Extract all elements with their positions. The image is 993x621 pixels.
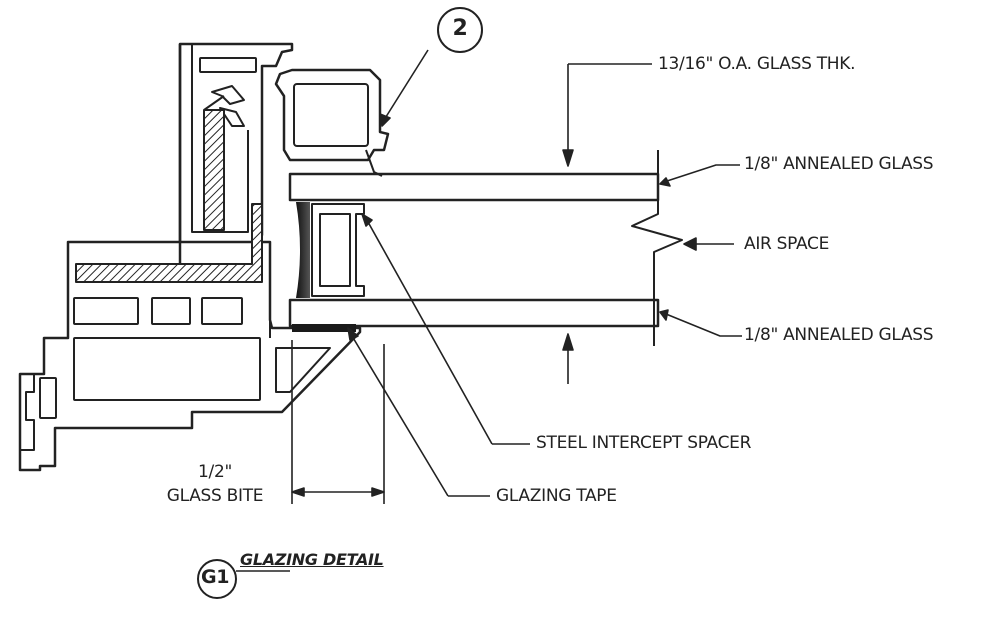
steel-spacer — [311, 203, 365, 297]
detail-tag-circle — [197, 559, 237, 599]
glazing-tape-shape — [292, 324, 356, 332]
detail-tag: G1 — [201, 566, 230, 588]
callout-circle — [437, 7, 483, 53]
glazing-bead — [274, 68, 390, 177]
overall-thickness-dimension — [562, 63, 652, 384]
frame-extrusion — [18, 42, 362, 472]
bottom-glass-label: 1/8" ANNEALED GLASS — [744, 325, 934, 345]
detail-title: GLAZING DETAIL — [240, 550, 384, 569]
glass-bite-dimension — [291, 340, 385, 504]
sealant — [296, 202, 310, 298]
callout-number: 2 — [452, 16, 468, 41]
spacer-label: STEEL INTERCEPT SPACER — [536, 433, 752, 453]
air-space-label: AIR SPACE — [744, 234, 830, 254]
glazing-tape-label: GLAZING TAPE — [496, 486, 617, 506]
glass-bite-label: GLASS BITE — [166, 486, 264, 506]
overall-thickness-label: 13/16" O.A. GLASS THK. — [658, 54, 856, 74]
insulated-glass-unit — [288, 150, 683, 346]
top-glass-label: 1/8" ANNEALED GLASS — [744, 154, 934, 174]
glass-bite-value: 1/2" — [198, 462, 232, 482]
leader-lines — [347, 49, 742, 497]
